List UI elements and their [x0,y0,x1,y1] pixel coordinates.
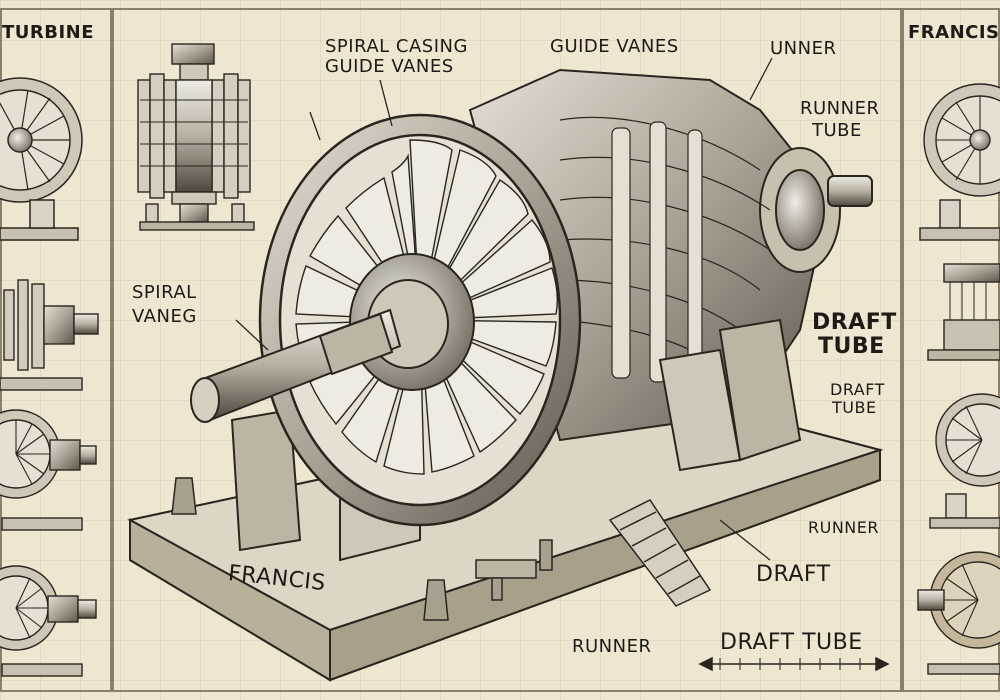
staircase [608,499,712,607]
label-tube-right: TUBE [818,334,885,359]
label-draft-tube-bottom: DRAFT TUBE [720,630,863,655]
label-tube-small: TUBE [832,398,877,417]
label-runner-bottom: RUNNER [572,636,652,657]
label-spiral: SPIRAL [132,282,197,303]
right-mini-turbine-2 [927,263,1000,361]
center-panel-frame [112,8,902,692]
label-runner-right: RUNNER [808,518,879,537]
left-panel-header: TURBINE [2,22,95,43]
label-guide-vanes-top: GUIDE VANES [550,36,679,57]
right-mini-turbine-3 [929,393,1000,529]
leader-lines [235,57,773,561]
side-view-runner [137,43,255,231]
main-shaft [190,308,402,423]
label-draft-small: DRAFT [830,380,885,399]
base-details [171,477,553,621]
label-guide-vanes-left: GUIDE VANES [325,56,454,77]
left-mini-turbine-4 [0,565,97,677]
left-mini-turbine-1 [0,77,83,241]
dimension-arrow [698,656,890,672]
right-panel-header: FRANCIS [908,22,1000,43]
label-runner-tube-1: RUNNER [800,98,880,119]
left-mini-turbine-2 [0,279,99,391]
left-panel-frame [0,8,112,692]
right-mini-turbine-4 [917,551,1000,675]
label-draft-right: DRAFT [812,310,897,335]
left-mini-turbine-3 [0,409,97,531]
label-spiral-casing: SPIRAL CASING [325,36,468,57]
right-mini-turbine-1 [919,83,1000,241]
label-runner-tube-2: TUBE [812,120,862,141]
label-draft: DRAFT [756,562,831,587]
label-unner: UNNER [770,38,837,59]
label-vaneg: VANEG [132,306,197,327]
